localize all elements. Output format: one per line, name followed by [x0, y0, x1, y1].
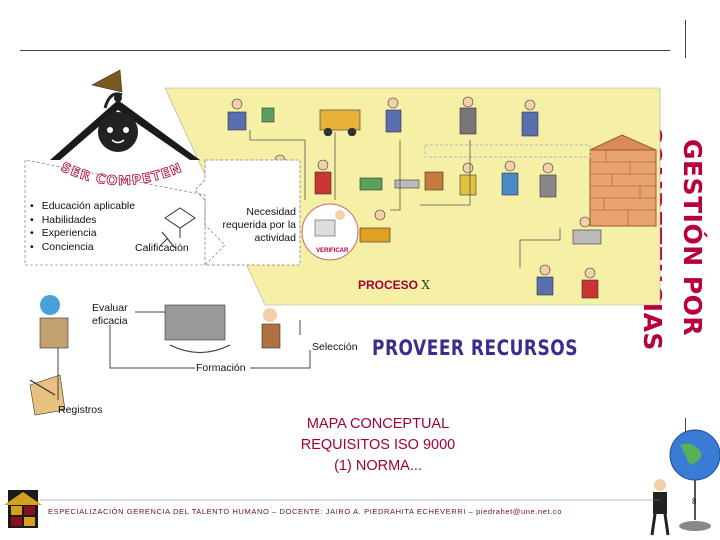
formacion-label: Formación [196, 362, 246, 374]
businessman-figure-icon [650, 479, 670, 536]
cycle-connectors [57, 311, 311, 400]
mortarboard-tools-icon [159, 207, 196, 249]
mapa-line-1: MAPA CONCEPTUAL [306, 416, 450, 432]
proceso-x: X [421, 278, 430, 292]
evaluar-label: Evaluar eficacia [92, 302, 128, 327]
mapa-line-3: (1) NORMA... [334, 458, 422, 474]
formacion-group-icon [164, 304, 231, 353]
verificar-circle-icon [301, 203, 359, 261]
proceso-text: PROCESO [358, 278, 419, 292]
seleccion-figure-icon [261, 308, 281, 349]
process-connectors [249, 130, 561, 268]
registros-quill-icon [29, 374, 66, 416]
graduate-cap-icon [50, 92, 200, 160]
page-number: 8 [692, 497, 697, 506]
calificacion-arrow [24, 159, 226, 266]
top-border-line [20, 50, 670, 51]
necesidad-callout [194, 159, 301, 266]
footer-main: ESPECIALIZACIÓN GERENCIA DEL TALENTO HUM… [48, 507, 474, 516]
list-item: Educación aplicable [30, 200, 135, 214]
mapa-line-2: REQUISITOS ISO 9000 [300, 437, 456, 453]
list-item: Conciencia [30, 241, 135, 255]
footer-text: ESPECIALIZACIÓN GERENCIA DEL TALENTO HUM… [48, 507, 562, 516]
proveer-recursos-title: PROVEER RECURSOS [372, 336, 578, 361]
competence-list: Educación aplicable Habilidades Experien… [30, 200, 135, 254]
footer-email[interactable]: piedrahet@une.net.co [476, 507, 563, 516]
verificar-label: VERIFICAR [316, 248, 349, 254]
right-border-line [685, 20, 686, 58]
list-item: Experiencia [30, 227, 135, 241]
calificacion-label: Calificación [135, 242, 189, 254]
globe-icon [669, 429, 720, 531]
necesidad-label: Necesidad requerida por la actividad [222, 206, 296, 244]
worker-figures [227, 96, 602, 299]
evaluar-figure-icon [39, 295, 69, 349]
mapa-conceptual-block: MAPA CONCEPTUAL REQUISITOS ISO 9000 (1) … [268, 414, 488, 477]
list-item: Habilidades [30, 214, 135, 228]
seleccion-label: Selección [312, 341, 358, 353]
proceso-label: PROCESO X [358, 278, 430, 292]
megaphone-icon [91, 69, 123, 102]
brick-wall-icon [424, 134, 657, 227]
registros-label: Registros [58, 404, 103, 416]
university-logo-icon [4, 490, 42, 528]
